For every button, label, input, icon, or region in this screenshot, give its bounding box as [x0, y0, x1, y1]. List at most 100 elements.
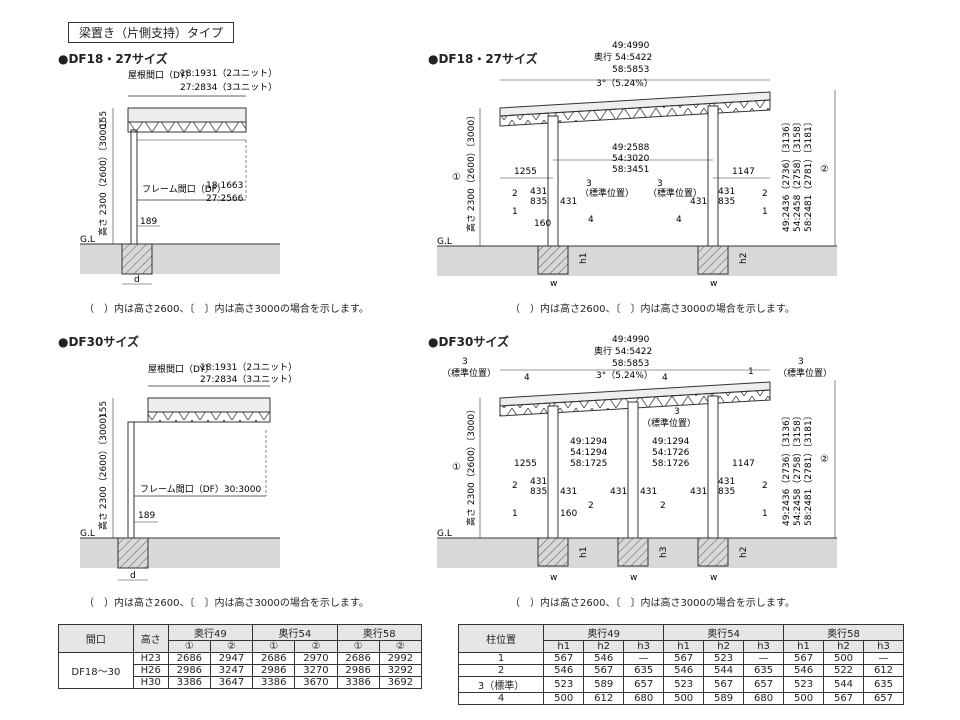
- cell: 546: [583, 652, 625, 665]
- marker-2-mid-right: 2: [660, 501, 666, 511]
- span-54: 54:3020: [612, 154, 650, 164]
- front-height-54: 54:2458（2758）〔3158〕: [792, 117, 803, 232]
- roof-value-27: 27:2834（3ユニット）: [180, 82, 277, 93]
- cell: 2986: [336, 664, 380, 677]
- depth-49: 49:4990: [612, 335, 650, 345]
- cell: 2686: [336, 652, 380, 665]
- cell: 3（標準）: [457, 676, 545, 693]
- cell: 523: [703, 652, 745, 665]
- cell: 2: [457, 664, 545, 677]
- roof-panel: [147, 397, 271, 413]
- gl-label: G.L: [437, 237, 452, 247]
- roof-value-18: 18:1931（2ユニット）: [180, 68, 277, 79]
- roof-value-18: 18:1931（2ユニット）: [200, 362, 297, 373]
- gl-label: G.L: [437, 529, 452, 539]
- col-post-position: 柱位置: [457, 624, 545, 653]
- beam-truss: [147, 411, 271, 423]
- depth-58: 58:5853: [612, 359, 649, 369]
- post: [127, 421, 135, 539]
- height-table: 間口 高さ 奥行49 奥行54 奥行58 ① ② ① ② ① ② DF18〜30…: [58, 624, 423, 689]
- front-height-58: 58:2481（2781）〔3181〕: [803, 411, 814, 526]
- cell: 2992: [378, 652, 423, 665]
- table-row: 2 546 567 635 546 544 635 546 522 612: [457, 664, 905, 677]
- dim-431-d: 431: [640, 487, 657, 497]
- marker-3-right: 3: [798, 357, 804, 367]
- cell: 523: [543, 676, 585, 693]
- depth-54: 奥行 54:5422: [594, 51, 652, 63]
- frame-value-27: 27:2566: [206, 194, 244, 204]
- marker-1-right: 1: [762, 509, 768, 519]
- height-label: 高さ 2300（2600）〔3000〕: [465, 111, 477, 232]
- dim-431-e: 431: [690, 487, 707, 497]
- span-a-49: 49:1294: [570, 437, 608, 447]
- std-pos-middle: （標準位置）: [642, 417, 696, 429]
- side-view-df30: 屋根間口（DY） 18:1931（2ユニット） 27:2834（3ユニット） フ…: [80, 362, 297, 581]
- marker-2-left: 2: [512, 189, 518, 199]
- cell: 567: [823, 692, 864, 705]
- dim-160: 160: [534, 219, 551, 229]
- depth-58: 58:5853: [612, 65, 649, 75]
- cell: 589: [703, 692, 745, 705]
- marker-3-middle: 3: [674, 407, 680, 417]
- span-58: 58:3451: [612, 165, 649, 175]
- w-label-right: w: [710, 279, 717, 289]
- cell: —: [623, 652, 665, 665]
- frame-label: フレーム間口（DF）30:3000: [140, 484, 262, 495]
- marker-1-top-right: 1: [748, 367, 754, 377]
- post-left: [547, 405, 559, 539]
- depth-49: 49:4990: [612, 41, 650, 51]
- offset-label: 189: [138, 511, 155, 521]
- sub-col: h2: [703, 640, 745, 653]
- cell: —: [862, 652, 905, 665]
- std-pos-left: （標準位置）: [442, 367, 496, 379]
- ground-area: [437, 246, 837, 276]
- cell: 567: [663, 652, 705, 665]
- dim-431-right2: 431: [718, 187, 735, 197]
- section-title-df18-27-side: ●DF18・27サイズ: [58, 52, 168, 66]
- cell: 3386: [252, 676, 296, 689]
- roof-value-27: 27:2834（3ユニット）: [200, 374, 297, 385]
- gl-label: G.L: [80, 529, 95, 539]
- sub-col: ①: [252, 640, 296, 653]
- cell: 3692: [378, 676, 423, 689]
- offset-label: 189: [140, 217, 157, 227]
- marker-4-right: 4: [676, 215, 682, 225]
- cell: 3386: [167, 676, 211, 689]
- post-middle: [627, 401, 639, 539]
- cell: 2686: [252, 652, 296, 665]
- foundation-left: [537, 245, 569, 275]
- left-overhang: 1255: [514, 459, 537, 469]
- note-height-bl: （ ）内は高さ2600、〔 〕内は高さ3000の場合を示します。: [84, 598, 369, 609]
- cell: —: [743, 652, 785, 665]
- dim-431-c: 431: [610, 487, 627, 497]
- dim-431-left2: 431: [560, 197, 577, 207]
- circle-2-label: ②: [820, 164, 829, 175]
- dim-431-a: 431: [530, 477, 547, 487]
- gl-label: G.L: [80, 235, 95, 245]
- cell: 3647: [209, 676, 254, 689]
- cell: 546: [783, 664, 825, 677]
- front-height-54: 54:2458（2758）〔3158〕: [792, 411, 803, 526]
- cell: 657: [862, 692, 905, 705]
- sub-col: ②: [378, 640, 423, 653]
- std-pos-right: （標準位置）: [648, 187, 702, 199]
- dim-431-f: 431: [718, 477, 735, 487]
- foundation-right: [697, 537, 729, 567]
- cell: 3292: [378, 664, 423, 677]
- table-row: H26 2986 3247 2986 3270 2986 3292: [59, 664, 423, 677]
- col-group: 奥行54: [663, 624, 785, 641]
- dim-835-left: 835: [530, 197, 547, 207]
- sub-col: h2: [583, 640, 625, 653]
- dim-835-b: 835: [718, 487, 735, 497]
- front-height-58: 58:2481（2781）〔3181〕: [803, 117, 814, 232]
- post-position-table: 柱位置 奥行49 奥行54 奥行58 h1 h2 h3 h1 h2 h3 h1 …: [457, 624, 905, 705]
- cell: 3670: [294, 676, 338, 689]
- table-row: 4 500 612 680 500 589 680 500 567 657: [457, 692, 905, 705]
- marker-2-right: 2: [762, 189, 768, 199]
- h1-label: h1: [579, 547, 589, 558]
- dim-431-b: 431: [560, 487, 577, 497]
- w-label: w: [550, 279, 557, 289]
- sub-col: ②: [209, 640, 254, 653]
- cell: 544: [823, 676, 864, 693]
